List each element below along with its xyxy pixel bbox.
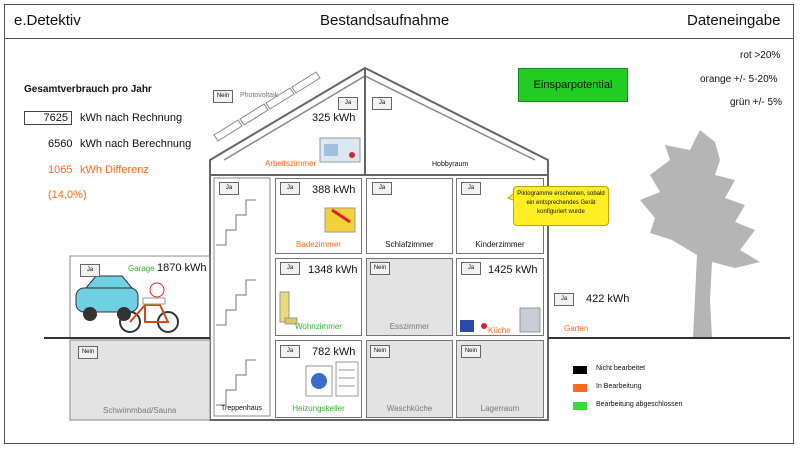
arbeitszimmer-label[interactable]: Arbeitszimmer bbox=[265, 159, 317, 168]
header-divider bbox=[4, 38, 794, 39]
charging-sign-icon bbox=[142, 282, 166, 305]
heizungskeller-label: Heizungskeller bbox=[292, 404, 345, 413]
arbeitszimmer-toggle[interactable]: Ja bbox=[338, 97, 358, 110]
diff-percent: (14,0%) bbox=[48, 189, 87, 201]
savings-button[interactable]: Einsparpotential bbox=[518, 68, 628, 102]
arbeitszimmer-kwh: 325 kWh bbox=[312, 112, 356, 124]
garage-kwh: 1870 kWh bbox=[157, 262, 207, 274]
treppenhaus-toggle[interactable]: Ja bbox=[219, 182, 239, 195]
app-name: e.Detektiv bbox=[14, 12, 81, 29]
calc-label: kWh nach Berechnung bbox=[80, 138, 192, 150]
app-frame bbox=[4, 4, 794, 444]
calc-value: 6560 bbox=[48, 138, 73, 150]
tree-icon bbox=[640, 130, 760, 338]
kueche-label: Küche bbox=[488, 326, 511, 335]
schlafzimmer-toggle[interactable]: Ja bbox=[372, 182, 392, 195]
threshold-orange: orange +/- 5-20% bbox=[700, 74, 778, 85]
esszimmer-label: Esszimmer bbox=[389, 322, 430, 331]
bike-icon bbox=[119, 304, 179, 333]
lamp-icon bbox=[279, 291, 298, 325]
garten-toggle[interactable]: Ja bbox=[554, 293, 574, 306]
car-icon bbox=[75, 275, 139, 321]
heizungskeller-toggle[interactable]: Ja bbox=[280, 345, 300, 358]
room-schlafzimmer[interactable]: Schlafzimmer bbox=[366, 178, 453, 254]
room-badezimmer[interactable]: Badezimmer bbox=[275, 178, 362, 254]
treppenhaus-label[interactable]: Treppenhaus bbox=[221, 405, 262, 412]
diff-value: 1065 bbox=[48, 164, 73, 176]
garten-label[interactable]: Garten bbox=[564, 324, 589, 333]
hobbyraum-label[interactable]: Hobbyraum bbox=[432, 161, 469, 168]
waschkueche-label: Waschküche bbox=[386, 404, 433, 413]
garage-toggle[interactable]: Ja bbox=[80, 264, 100, 277]
consumption-title: Gesamtverbrauch pro Jahr bbox=[24, 84, 152, 95]
schwimmbad-label[interactable]: Schwimmbad/Sauna bbox=[103, 406, 177, 415]
photovoltaik-label: Photovoltaik bbox=[240, 92, 279, 99]
room-wohnzimmer[interactable]: Wohnzimmer bbox=[275, 258, 362, 336]
data-entry-label[interactable]: Dateneingabe bbox=[687, 12, 781, 29]
kinderzimmer-toggle[interactable]: Ja bbox=[461, 182, 481, 195]
page-title: Bestandsaufnahme bbox=[320, 12, 450, 29]
invoice-input[interactable]: 7625 bbox=[24, 111, 72, 125]
room-kueche[interactable] bbox=[456, 258, 544, 336]
garage-label[interactable]: Garage bbox=[128, 264, 155, 273]
legend-not-processed: Nicht bearbeitet bbox=[596, 365, 646, 372]
waschkueche-toggle[interactable]: Nein bbox=[370, 345, 390, 358]
washing-machine-icon bbox=[305, 361, 359, 397]
badezimmer-kwh: 388 kWh bbox=[312, 184, 356, 196]
legend-completed: Bearbeitung abgeschlossen bbox=[596, 401, 683, 408]
kueche-toggle[interactable]: Ja bbox=[461, 262, 481, 275]
threshold-red: rot >20% bbox=[740, 50, 781, 61]
photovoltaik-toggle[interactable]: Nein bbox=[213, 90, 233, 103]
badezimmer-toggle[interactable]: Ja bbox=[280, 182, 300, 195]
room-heizungskeller[interactable]: Heizungskeller bbox=[275, 340, 362, 418]
lagerraum-toggle[interactable]: Nein bbox=[461, 345, 481, 358]
garten-kwh: 422 kWh bbox=[586, 293, 630, 305]
kinderzimmer-label: Kinderzimmer bbox=[475, 240, 525, 249]
desk-icon bbox=[319, 137, 361, 163]
legend-in-progress: In Bearbeitung bbox=[596, 383, 642, 390]
diff-label: kWh Differenz bbox=[80, 164, 149, 176]
wohnzimmer-toggle[interactable]: Ja bbox=[280, 262, 300, 275]
info-tooltip: Piktogramme erscheinen, sobald ein entsp… bbox=[513, 186, 609, 226]
schwimmbad-toggle[interactable]: Nein bbox=[78, 346, 98, 359]
heizungskeller-kwh: 782 kWh bbox=[312, 346, 356, 358]
shower-icon bbox=[324, 207, 356, 233]
hobbyraum-toggle[interactable]: Ja bbox=[372, 97, 392, 110]
threshold-green: grün +/- 5% bbox=[730, 97, 782, 108]
invoice-label: kWh nach Rechnung bbox=[80, 112, 183, 124]
schlafzimmer-label: Schlafzimmer bbox=[385, 240, 434, 249]
wohnzimmer-kwh: 1348 kWh bbox=[308, 264, 358, 276]
kueche-kwh: 1425 kWh bbox=[488, 264, 538, 276]
lagerraum-label: Lagerraum bbox=[480, 404, 520, 413]
wohnzimmer-label: Wohnzimmer bbox=[295, 322, 342, 331]
badezimmer-label: Badezimmer bbox=[296, 240, 341, 249]
esszimmer-toggle[interactable]: Nein bbox=[370, 262, 390, 275]
kitchen-appliance-icon bbox=[460, 307, 541, 333]
